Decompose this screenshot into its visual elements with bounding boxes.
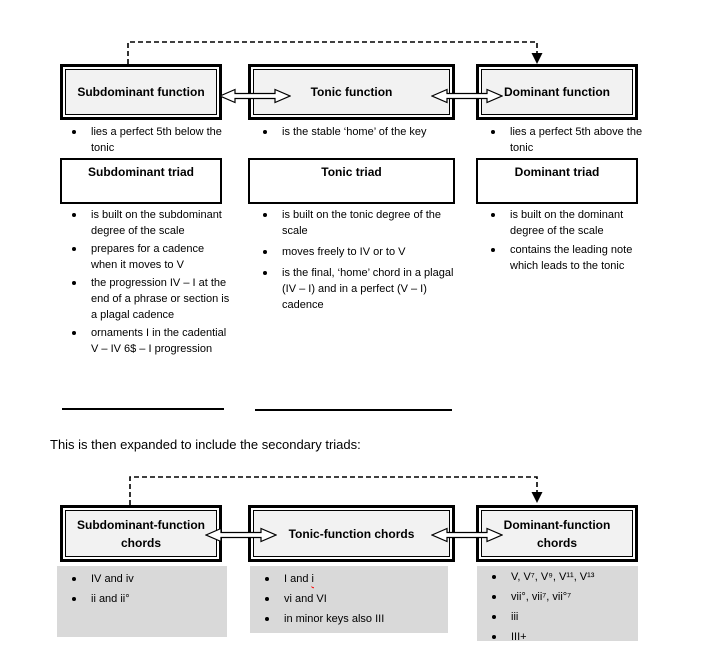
triad-box-dominant: Dominant triad	[476, 158, 638, 204]
list-item: is built on the dominant degree of the s…	[476, 207, 644, 239]
expansion-caption: This is then expanded to include the sec…	[50, 437, 361, 452]
list-item: V, V⁷, V⁹, V¹¹, V¹³	[477, 570, 638, 585]
chord-box-dominant: Dominant-function chords	[476, 505, 638, 562]
double-arrow-icon	[431, 527, 503, 543]
list-item: the progression IV – I at the end of a p…	[57, 275, 231, 323]
list-item: vi and VI	[250, 592, 448, 607]
chord-box-title: Subdominant-function chords	[65, 510, 217, 557]
list-item: IV and iv	[57, 572, 227, 587]
arrow-down-icon	[531, 492, 543, 503]
chord-box-title: Dominant-function chords	[481, 510, 633, 557]
triad-bullet-list-dominant: is built on the dominant degree of the s…	[476, 207, 644, 276]
dashed-connector-bottom	[129, 476, 543, 505]
triad-box-tonic: Tonic triad	[248, 158, 455, 204]
list-item: prepares for a cadence when it moves to …	[57, 241, 231, 273]
list-item: moves freely to IV or to V	[248, 244, 460, 260]
triad-box-title: Tonic triad	[321, 165, 382, 179]
list-item: ii and ii°	[57, 592, 227, 607]
triad-bullet-list-tonic: is built on the tonic degree of the scal…	[248, 207, 460, 315]
divider-line	[255, 409, 452, 411]
triad-box-subdominant: Subdominant triad	[60, 158, 222, 204]
dashed-connector-top	[127, 41, 543, 64]
function-bullet-list: lies a perfect 5th below the tonic	[57, 124, 229, 158]
list-item: is built on the subdominant degree of th…	[57, 207, 231, 239]
double-arrow-icon	[431, 88, 503, 104]
function-bullet-list: is the stable ‘home’ of the key	[248, 124, 455, 142]
chord-box-tonic: Tonic-function chords	[248, 505, 455, 562]
list-item: iii	[477, 610, 638, 625]
double-arrow-icon	[219, 88, 291, 104]
list-item: lies a perfect 5th above the tonic	[476, 124, 644, 156]
function-box-title: Tonic function	[253, 69, 450, 115]
triad-bullet-list-subdominant: is built on the subdominant degree of th…	[57, 207, 231, 359]
list-item: is built on the tonic degree of the scal…	[248, 207, 460, 239]
list-item: ornaments I in the cadential V – IV 6$ –…	[57, 325, 231, 357]
list-item: contains the leading note which leads to…	[476, 242, 644, 274]
function-bullet-list: lies a perfect 5th above the tonic	[476, 124, 644, 158]
triad-box-title: Subdominant triad	[88, 165, 194, 179]
misspelled-word: i	[311, 573, 314, 585]
function-box-tonic: Tonic function	[248, 64, 455, 120]
list-item: I and i	[250, 572, 448, 587]
list-item: is the stable ‘home’ of the key	[248, 124, 455, 140]
divider-line	[62, 408, 224, 410]
chord-list-tonic: I and i vi and VI in minor keys also III	[250, 566, 448, 633]
function-box-dominant: Dominant function	[476, 64, 638, 120]
function-box-title: Subdominant function	[65, 69, 217, 115]
chord-list-subdominant: IV and iv ii and ii°	[57, 566, 227, 637]
list-item: in minor keys also III	[250, 612, 448, 627]
list-item: lies a perfect 5th below the tonic	[57, 124, 229, 156]
chord-box-subdominant: Subdominant-function chords	[60, 505, 222, 562]
arrow-down-icon	[531, 53, 543, 64]
list-item: vii°, vii⁷, vii°⁷	[477, 590, 638, 605]
chord-list-dominant: V, V⁷, V⁹, V¹¹, V¹³ vii°, vii⁷, vii°⁷ ii…	[477, 566, 638, 643]
chord-box-title: Tonic-function chords	[253, 510, 450, 557]
list-item: III+	[477, 630, 638, 645]
function-box-subdominant: Subdominant function	[60, 64, 222, 120]
function-box-title: Dominant function	[481, 69, 633, 115]
list-item: is the final, ‘home’ chord in a plagal (…	[248, 265, 460, 313]
triad-box-title: Dominant triad	[514, 165, 600, 179]
double-arrow-icon	[205, 527, 277, 543]
